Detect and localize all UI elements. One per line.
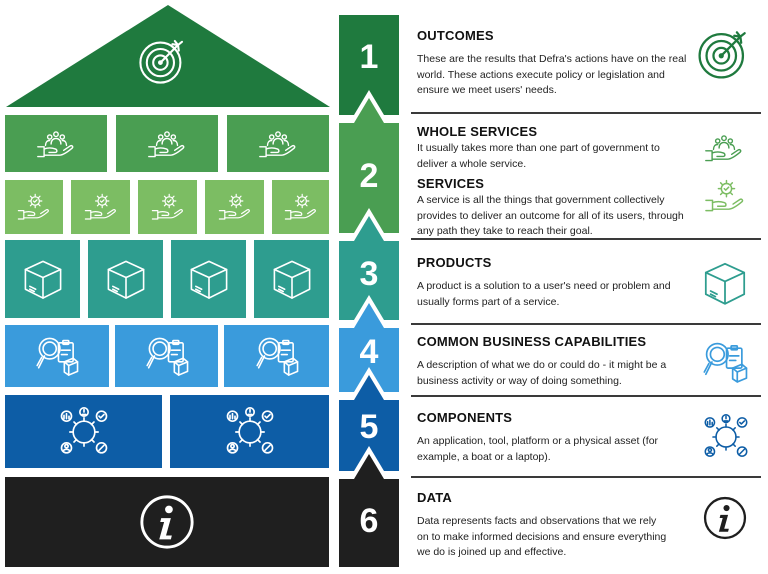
service-block: [272, 180, 329, 234]
hand-gear-icon: [703, 179, 747, 213]
level-number: 6: [359, 502, 379, 540]
magnifier-clipboard-icon: [702, 339, 748, 385]
gear-network-icon: [703, 414, 749, 460]
level-heading: WHOLE SERVICES: [417, 124, 538, 139]
data-block: [5, 477, 329, 567]
service-block: [71, 180, 130, 234]
capability-block: [224, 325, 329, 387]
divider: [411, 323, 761, 325]
service-block: [205, 180, 264, 234]
level-capabilities: COMMON BUSINESS CAPABILITIES A descripti…: [417, 334, 761, 389]
level-number: 4: [359, 333, 379, 371]
level-heading: SERVICES: [417, 176, 485, 191]
level-number: 1: [359, 38, 379, 76]
service-block: [138, 180, 197, 234]
level-whole-services: WHOLE SERVICES It usually takes more tha…: [417, 124, 761, 172]
whole-service-block: [5, 115, 107, 172]
divider: [411, 476, 761, 478]
level-heading: OUTCOMES: [417, 28, 494, 43]
level-outcomes: OUTCOMES These are the results that Defr…: [417, 28, 761, 99]
service-block: [5, 180, 63, 234]
level-description: An application, tool, platform or a phys…: [417, 435, 659, 463]
level-heading: COMPONENTS: [417, 410, 513, 425]
target-icon: [697, 28, 749, 80]
whole-service-block: [116, 115, 218, 172]
level-description: These are the results that Defra's actio…: [417, 53, 687, 96]
divider: [411, 238, 761, 240]
component-block: [5, 395, 162, 468]
level-description: A product is a solution to a user's need…: [417, 280, 671, 308]
level-number: 2: [359, 157, 379, 195]
level-description: A description of what we do or could do …: [417, 359, 667, 387]
level-number: 3: [359, 255, 379, 293]
level-heading: PRODUCTS: [417, 255, 492, 270]
level-components: COMPONENTS An application, tool, platfor…: [417, 410, 761, 465]
level-description: A service is all the things that governm…: [417, 194, 684, 237]
product-block: [171, 240, 246, 318]
level-services: SERVICES A service is all the things tha…: [417, 176, 761, 240]
product-block: [88, 240, 163, 318]
box-icon: [701, 259, 749, 307]
product-block: [254, 240, 329, 318]
divider: [411, 112, 761, 114]
level-description: Data represents facts and observations t…: [417, 515, 667, 558]
level-number-column: [339, 15, 399, 567]
level-heading: COMMON BUSINESS CAPABILITIES: [417, 334, 647, 349]
info-icon: [702, 495, 748, 541]
divider: [411, 395, 761, 397]
level-number: 5: [359, 408, 379, 446]
capability-block: [5, 325, 109, 387]
target-icon: [138, 37, 186, 85]
level-heading: DATA: [417, 490, 452, 505]
level-description: It usually takes more than one part of g…: [417, 142, 660, 170]
product-block: [5, 240, 80, 318]
capability-block: [115, 325, 218, 387]
hand-people-icon: [703, 133, 745, 163]
whole-service-block: [227, 115, 329, 172]
level-products: PRODUCTS A product is a solution to a us…: [417, 255, 761, 310]
component-block: [170, 395, 329, 468]
level-data: DATA Data represents facts and observati…: [417, 490, 761, 561]
